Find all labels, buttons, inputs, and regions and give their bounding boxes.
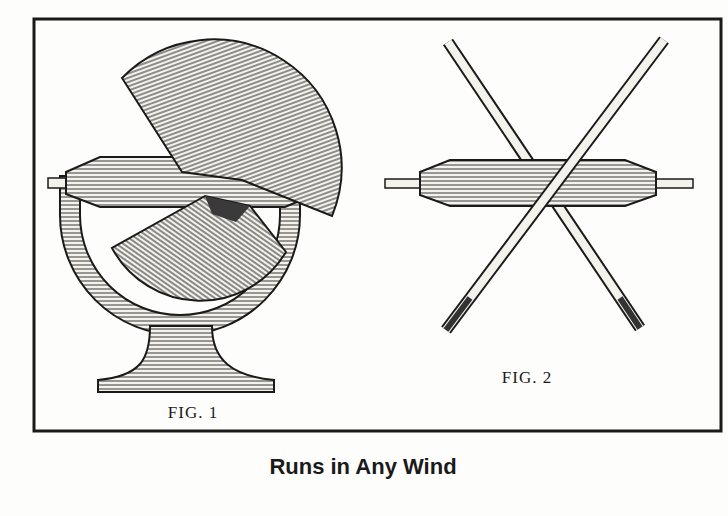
windmill-stand — [60, 176, 300, 392]
figure-label: FIG. 2 — [502, 368, 552, 388]
frame — [34, 19, 721, 431]
disc-blades — [112, 39, 342, 300]
stick-rotor — [385, 40, 693, 330]
caption: Runs in Any Wind — [269, 454, 456, 480]
figure-label: FIG. 1 — [168, 403, 218, 423]
